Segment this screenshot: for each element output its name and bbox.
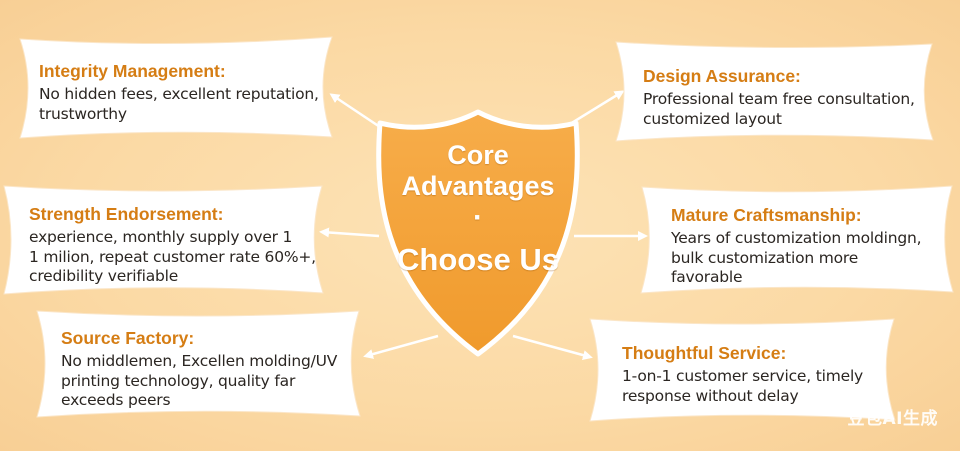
arrow-to-service (512, 334, 593, 360)
card-desc-line: printing technology, quality far (61, 371, 296, 390)
shield-title-line1: Core (447, 140, 509, 170)
card-desc-line: response without delay (622, 386, 799, 405)
card-design-assurance: Design Assurance: Professional team free… (612, 40, 935, 142)
card-desc-line: Years of customization moldingn, (671, 229, 922, 247)
shield-title-line2: Advantages (401, 171, 555, 201)
card-background (615, 41, 934, 142)
card-desc-line: credibility verifiable (29, 267, 179, 285)
card-strength-endorsement: Strength Endorsement: experience, monthl… (0, 183, 326, 295)
card-background (589, 318, 896, 422)
card-source-factory: Source Factory: No middlemen, Excellen m… (33, 308, 363, 418)
arrow-to-strength (319, 227, 380, 238)
card-title: Design Assurance: (643, 66, 801, 86)
card-desc-line: No middlemen, Excellen molding/UV (61, 352, 338, 370)
card-background (3, 185, 324, 295)
card-desc-line: experience, monthly supply over 1 (29, 228, 293, 246)
card-title: Integrity Management: (39, 61, 226, 81)
card-desc-line: favorable (671, 268, 743, 286)
card-title: Strength Endorsement: (29, 204, 224, 224)
card-desc-line: customized layout (643, 109, 782, 128)
card-desc-line: No hidden fees, excellent reputation, (39, 85, 319, 103)
card-title: Mature Craftsmanship: (671, 205, 862, 225)
card-integrity-management: Integrity Management: No hidden fees, ex… (14, 35, 336, 139)
arrow-to-source (363, 334, 439, 359)
card-title: Thoughtful Service: (622, 343, 787, 363)
card-desc-line: exceeds peers (61, 391, 171, 409)
card-mature-craftsmanship: Mature Craftsmanship: Years of customiza… (637, 184, 955, 294)
card-desc-line: bulk customization more (671, 248, 859, 267)
watermark: 豆包AI生成 (847, 409, 938, 429)
card-title: Source Factory: (61, 328, 195, 348)
card-thoughtful-service: Thoughtful Service: 1-on-1 customer serv… (586, 316, 898, 422)
shield-separator: · (473, 201, 483, 234)
card-desc-line: 1 milion, repeat customer rate 60%+, (29, 247, 316, 266)
shield-badge (376, 109, 580, 357)
card-background (19, 36, 333, 139)
card-desc-line: trustworthy (39, 104, 127, 123)
card-desc-line: Professional team free consultation, (643, 90, 915, 108)
card-background (36, 310, 361, 418)
shield-title-line3: Choose Us (397, 242, 559, 277)
card-background (640, 185, 954, 294)
card-desc-line: 1-on-1 customer service, timely (622, 367, 864, 385)
